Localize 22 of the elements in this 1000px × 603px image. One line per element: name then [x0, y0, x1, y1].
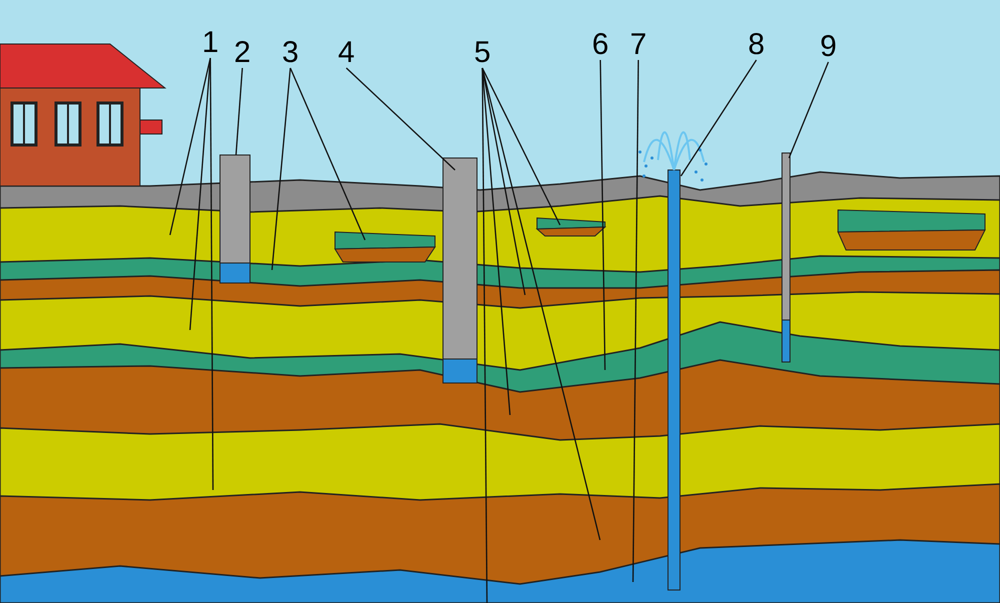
- leader-line: [680, 60, 757, 176]
- leader-line: [271, 68, 291, 270]
- callout-number: 8: [746, 30, 767, 60]
- leader-line: [482, 68, 488, 603]
- leader-line: [346, 68, 456, 170]
- callout-number: 5: [472, 38, 493, 68]
- callout-number: 3: [280, 38, 301, 68]
- leader-line: [632, 60, 639, 582]
- callout-number: 6: [590, 30, 611, 60]
- leader-line: [482, 68, 601, 540]
- callout-number: 1: [200, 28, 221, 58]
- leader-line: [482, 68, 561, 226]
- callout-number: 4: [336, 38, 357, 68]
- leader-line: [169, 58, 211, 236]
- leader-line: [600, 60, 606, 370]
- leader-line: [210, 58, 214, 490]
- leader-line: [235, 68, 243, 156]
- leader-line: [290, 68, 366, 240]
- leader-line: [788, 62, 829, 158]
- callout-number: 2: [232, 38, 253, 68]
- callout-number: 9: [818, 32, 839, 62]
- callout-number: 7: [628, 30, 649, 60]
